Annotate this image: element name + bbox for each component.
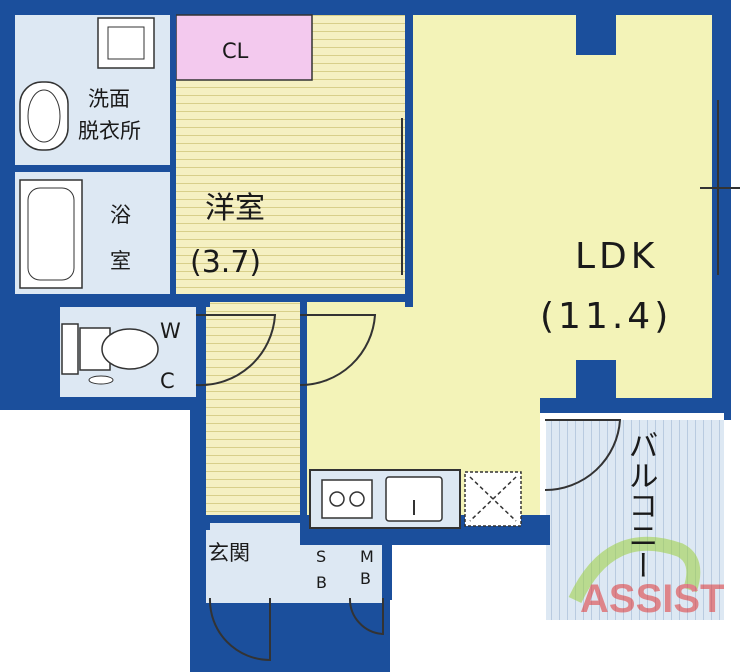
kitchen-counter xyxy=(309,469,522,529)
bath-label-2: 室 xyxy=(110,249,131,273)
toilet-icon xyxy=(61,323,159,385)
ldk-floor xyxy=(307,15,712,532)
bedroom-size: (3.7) xyxy=(190,245,261,280)
entrance-label: 玄関 xyxy=(208,541,250,565)
ldk-label: LDK xyxy=(575,236,658,277)
bathtub-icon xyxy=(19,179,83,289)
meter-box-label-2: B xyxy=(360,569,371,588)
meter-box-label-1: M xyxy=(360,547,374,566)
shoe-box-label-1: S xyxy=(316,547,326,566)
doors xyxy=(195,100,740,662)
washroom-label-2: 脱衣所 xyxy=(78,119,141,143)
closet-label: CL xyxy=(222,39,249,63)
sink-icon xyxy=(385,476,443,522)
toilet-label-1: W xyxy=(160,319,181,343)
washing-machine-icon xyxy=(97,17,155,69)
toilet-label-2: C xyxy=(160,369,175,393)
watermark: ASSIST xyxy=(568,536,724,621)
hall-floor xyxy=(206,302,300,515)
balcony-label: バルコニー xyxy=(623,430,658,580)
bedroom-label: 洋室 xyxy=(205,191,265,226)
ldk-size: (11.4) xyxy=(540,296,672,337)
shoe-box-label-2: B xyxy=(316,573,327,592)
bath-label-1: 浴 xyxy=(110,203,131,227)
washbasin-icon xyxy=(19,81,69,151)
washroom-label-1: 洗面 xyxy=(88,87,130,111)
watermark-text: ASSIST xyxy=(580,577,724,621)
